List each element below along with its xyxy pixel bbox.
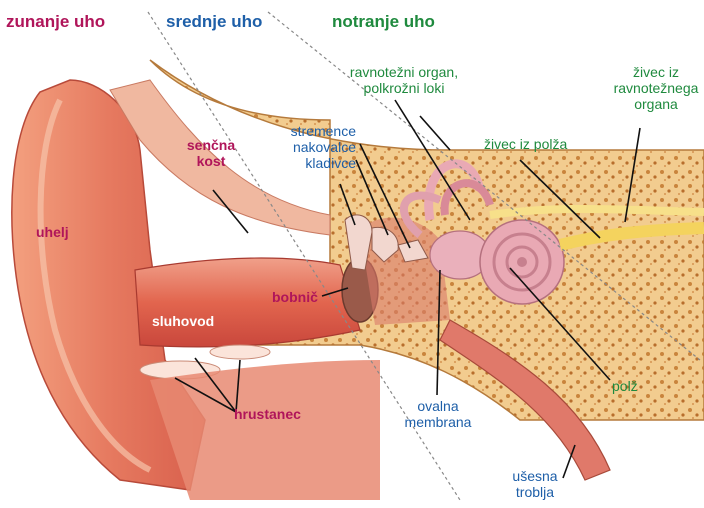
oval-window-label: ovalna membrana [400,398,476,430]
oval-window-label-line: ovalna [400,398,476,414]
balance-organ-label: ravnotežni organ, polkrožni loki [334,64,474,96]
vestibular-nerve-label-line: organa [608,96,704,112]
cartilage-piece [210,345,270,359]
incus-label: nakovalce [266,139,356,155]
inner-ear-header: notranje uho [332,12,435,32]
vestibular-nerve-label: živec iz ravnotežnega organa [608,64,704,112]
malleus-label: kladivce [266,155,356,171]
cochlea-label: polž [612,378,638,394]
oval-window-label-line: membrana [400,414,476,430]
vestibular-nerve-label-line: ravnotežnega [608,80,704,96]
stapes-label: stremence [266,123,356,139]
ear-canal-shape [135,258,360,347]
cochlear-nerve-label: živec iz polža [484,136,567,152]
lower-tissue [150,360,380,500]
eardrum-label: bobnič [272,289,318,305]
ossicles-label: stremence nakovalce kladivce [266,123,356,171]
balance-organ-label-line: ravnotežni organ, [334,64,474,80]
eustachian-tube-label-line: troblja [505,484,565,500]
outer-ear-header: zunanje uho [6,12,105,32]
temporal-bone-label-line: senčna [180,137,242,153]
eustachian-tube-label: ušesna troblja [505,468,565,500]
ear-canal-label: sluhovod [152,313,214,329]
middle-ear-header: srednje uho [166,12,262,32]
auricle-label: uhelj [36,224,69,240]
cartilage-label: hrustanec [234,406,301,422]
temporal-bone-label-line: kost [180,153,242,169]
vestibular-nerve-label-line: živec iz [608,64,704,80]
eustachian-tube-label-line: ušesna [505,468,565,484]
balance-organ-label-line: polkrožni loki [334,80,474,96]
temporal-bone-label: senčna kost [180,137,242,169]
